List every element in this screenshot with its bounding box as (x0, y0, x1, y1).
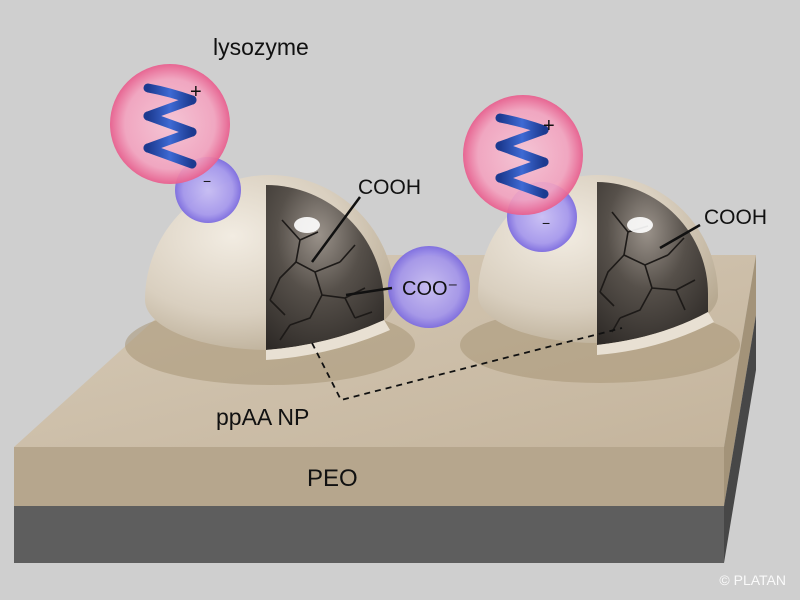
slab-front-layer (14, 447, 724, 506)
highlight-left (294, 217, 320, 233)
coo-leader (345, 286, 393, 297)
cooh-label-right: COOH (704, 206, 767, 229)
highlight-right (627, 217, 653, 233)
plus-sign-right: + (543, 115, 555, 137)
carboxylate-sphere (388, 246, 470, 328)
lysozyme-label: lysozyme (213, 34, 309, 60)
core-rim-right (597, 312, 714, 355)
slab-front-dark-layer (14, 506, 724, 563)
carboxylate-label: COO⁻ (402, 278, 458, 300)
minus-sign-right: − (542, 215, 550, 231)
helix-icon (495, 113, 549, 199)
substrate-label: PEO (307, 465, 358, 492)
minus-sign-left: − (203, 173, 211, 189)
plus-sign-left: + (190, 81, 202, 103)
nanoparticle-label: ppAA NP (216, 404, 309, 430)
slab-side-dark (724, 315, 756, 563)
helix-icon (143, 83, 197, 169)
core-rim-left (266, 320, 390, 360)
leader-lines (310, 196, 701, 297)
cooh-left-leader (310, 196, 362, 263)
watermark: © PLATAN (719, 572, 786, 588)
particle-core-right (597, 182, 709, 345)
lysozyme-right (463, 95, 583, 252)
lysozyme-left (110, 64, 241, 223)
cooh-label-left: COOH (358, 176, 421, 199)
slab-side-light (724, 255, 756, 506)
ppaa-dashed-leaders (311, 327, 623, 402)
cooh-right-leader (659, 223, 701, 250)
nanoparticle-left (145, 175, 395, 360)
